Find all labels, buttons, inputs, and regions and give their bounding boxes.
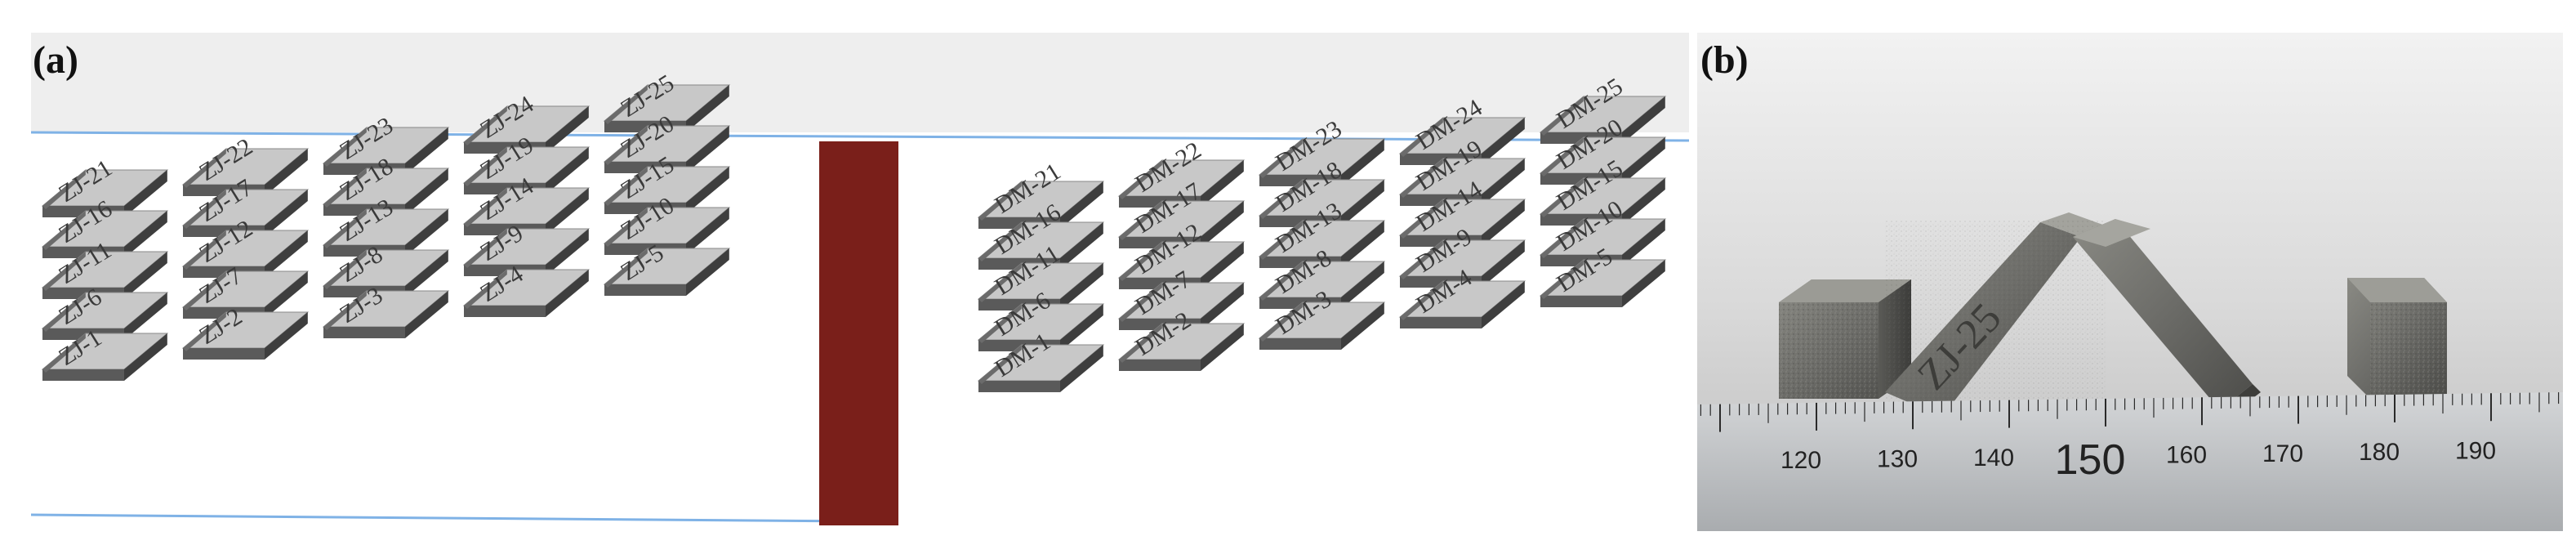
dm-specimen: DM-15 bbox=[1539, 154, 1667, 226]
dm-specimen: DM-4 bbox=[1398, 264, 1526, 328]
zj-specimen: ZJ-22 bbox=[181, 133, 310, 196]
ruler-number: 140 bbox=[1973, 445, 2014, 471]
zj-specimen: ZJ-3 bbox=[322, 282, 450, 338]
ruler-number: 120 bbox=[1780, 447, 1821, 474]
dm-specimen: DM-21 bbox=[977, 158, 1105, 229]
zj-specimen: ZJ-16 bbox=[41, 195, 169, 258]
ruler-number: 190 bbox=[2455, 438, 2496, 465]
dm-specimen: DM-12 bbox=[1117, 218, 1246, 289]
build-plate-bottom-line bbox=[31, 513, 857, 523]
build-plate-top bbox=[31, 33, 1689, 132]
ruler-number: 170 bbox=[2262, 440, 2303, 467]
dm-specimen: DM-8 bbox=[1258, 244, 1386, 309]
specimen-block-right bbox=[2347, 278, 2447, 399]
zj-specimen: ZJ-17 bbox=[181, 174, 310, 237]
ruler-number: 180 bbox=[2359, 439, 2400, 466]
zj-specimen: ZJ-4 bbox=[462, 261, 591, 317]
dm-specimen: DM-5 bbox=[1539, 243, 1667, 307]
build-layout-render: ZJ-21ZJ-16ZJ-11ZJ-6ZJ-1ZJ-22ZJ-17ZJ-12ZJ… bbox=[31, 33, 1689, 525]
ruler-number: 130 bbox=[1877, 446, 1918, 473]
zj-specimen: ZJ-13 bbox=[322, 194, 450, 257]
zj-specimen: ZJ-11 bbox=[41, 236, 169, 299]
dm-specimen: DM-25 bbox=[1539, 73, 1667, 144]
ruler-number: 160 bbox=[2166, 442, 2207, 469]
dm-specimen: DM-14 bbox=[1398, 176, 1526, 247]
dm-specimen: DM-11 bbox=[977, 240, 1105, 311]
zj-specimen: ZJ-20 bbox=[603, 110, 731, 173]
dm-specimen: DM-6 bbox=[977, 287, 1105, 351]
zj-specimen: ZJ-1 bbox=[41, 324, 169, 381]
zj-specimen: ZJ-15 bbox=[603, 151, 731, 214]
zj-specimen: ZJ-9 bbox=[462, 220, 591, 276]
dm-specimen-array: DM-21DM-16DM-11DM-6DM-1DM-22DM-17DM-12DM… bbox=[977, 73, 1667, 392]
specimen-block-labeled: ZJ-25 bbox=[1885, 212, 2110, 421]
steel-ruler: 120 130 140 150 160 170 180 190 bbox=[1697, 392, 2563, 531]
dm-specimen: DM-17 bbox=[1117, 177, 1246, 248]
ruler-number: 150 bbox=[2055, 436, 2126, 484]
panel-b-label: (b) bbox=[1700, 38, 1749, 82]
zj-specimen: ZJ-2 bbox=[181, 303, 310, 360]
specimen-photo-render: ZJ-25 120 130 140 150 160 170 180 190 bbox=[1697, 33, 2563, 531]
panel-b-specimen-photo: ZJ-25 120 130 140 150 160 170 180 190 (b) bbox=[1697, 33, 2563, 531]
zj-specimen: ZJ-5 bbox=[603, 239, 731, 296]
panel-a-label: (a) bbox=[33, 38, 78, 82]
dm-specimen: DM-3 bbox=[1258, 285, 1386, 350]
build-plate-edge-line bbox=[31, 131, 1689, 142]
zj-specimen-array: ZJ-21ZJ-16ZJ-11ZJ-6ZJ-1ZJ-22ZJ-17ZJ-12ZJ… bbox=[41, 69, 731, 381]
divider-wall bbox=[819, 141, 898, 525]
